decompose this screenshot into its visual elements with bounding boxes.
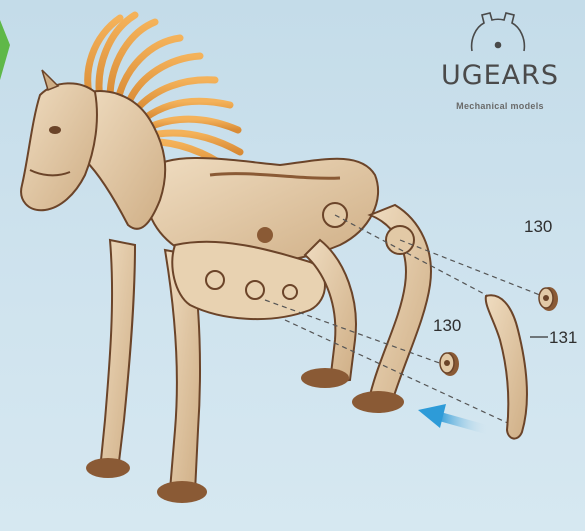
rear-leg-left [305, 240, 356, 382]
brand-name: UGEARS [430, 60, 570, 91]
part-131-curved-bar [486, 295, 527, 438]
brand-tagline: Mechanical models [430, 101, 570, 111]
callout-130-lower: 130 [433, 316, 461, 336]
callout-130-upper: 130 [524, 217, 552, 237]
horse-eye [49, 126, 61, 134]
front-leg-left [100, 240, 135, 470]
part-130-disc-lower [440, 352, 459, 376]
horse-head [21, 83, 97, 210]
insert-direction-arrow [418, 404, 488, 430]
part-130-disc-upper [539, 287, 558, 311]
gear-cog-icon [472, 13, 525, 51]
horse-ear [42, 70, 58, 90]
green-edge-tab [0, 20, 10, 80]
callout-131: 131 [549, 328, 577, 348]
